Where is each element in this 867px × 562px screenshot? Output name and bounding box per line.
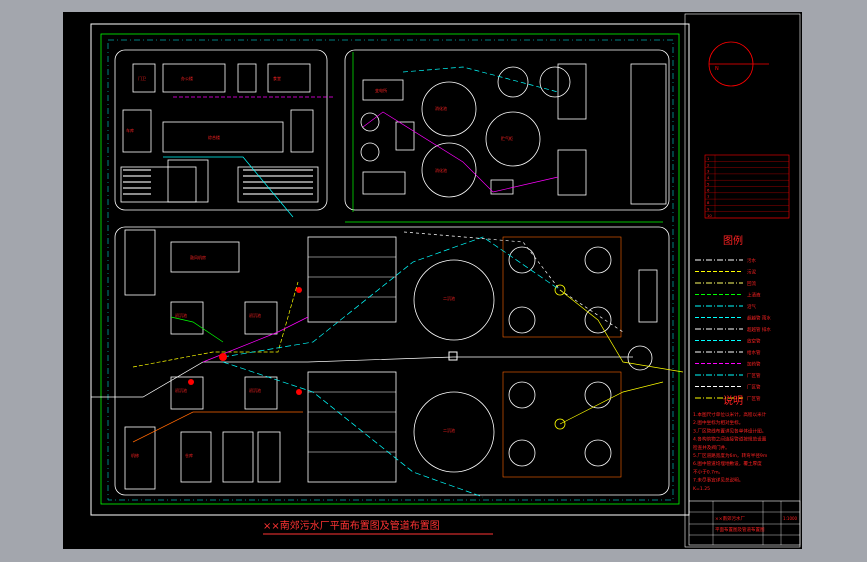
site-fence-dashed: [107, 39, 674, 501]
tank-partitions: [308, 256, 396, 453]
table-row-number: 2: [707, 162, 710, 167]
table-row-number: 9: [707, 207, 710, 212]
legend-label: 放空管: [747, 338, 761, 345]
sludge-treatment-area: [360, 63, 667, 205]
notes-lines: 1.本图尺寸单位以米计，高程以米计2.图中坐标为相对坐标。3.厂区管线布置详见各…: [693, 411, 768, 492]
svg-text:仓库: 仓库: [185, 452, 193, 458]
title-block: ××南郊污水厂 平面布置图及管道布置图 1:1000: [688, 500, 801, 546]
legend-label: 厂区管: [747, 372, 761, 379]
title-block-project: ××南郊污水厂: [715, 515, 746, 522]
legend-label: 厂区管: [747, 395, 761, 402]
svg-text:二沉池: 二沉池: [443, 295, 455, 301]
table-row-number: 3: [707, 169, 710, 174]
table-row-number: 6: [707, 188, 710, 193]
svg-text:初沉池: 初沉池: [175, 387, 187, 393]
drawing-title: ××南郊污水厂平面布置图及管道布置图: [263, 519, 440, 532]
structure-labels: 门卫办公楼食堂 车库综合楼 鼓风机房 变电所 消化池消化池贮气柜 初沉池初沉池 …: [126, 75, 513, 458]
legend-label: 回流: [747, 280, 756, 287]
note-line: 7.未尽事宜详见总说明。: [693, 477, 743, 484]
road-lower-block: [114, 226, 670, 496]
legend-heading: 图例: [723, 234, 743, 247]
svg-text:食堂: 食堂: [273, 75, 281, 81]
table-row-number: 4: [707, 175, 710, 180]
digester-cluster-upper: [508, 246, 612, 334]
note-line: K=1.25: [693, 486, 710, 492]
legend-label: 沼气: [747, 303, 756, 310]
hatched-parking: [123, 169, 313, 195]
legend-label: 污水: [747, 257, 756, 264]
svg-text:二沉池: 二沉池: [443, 427, 455, 433]
table-row-number: 1: [707, 156, 710, 161]
note-line: 检查井及阀门井。: [693, 444, 730, 451]
table-row-number: 5: [707, 181, 710, 186]
legend-label: 超越管 排水: [747, 326, 771, 333]
note-line: 3.厂区管线布置详见各单体设计图。: [693, 427, 766, 434]
border-frame: [684, 13, 801, 548]
legend-label: 上清液: [747, 292, 761, 299]
drawing-frame: [90, 23, 690, 516]
admin-area: [120, 63, 319, 203]
svg-text:车库: 车库: [126, 127, 134, 133]
svg-text:初沉池: 初沉池: [249, 312, 261, 318]
svg-text:N: N: [715, 66, 719, 72]
svg-text:综合楼: 综合楼: [208, 134, 220, 140]
structure-table: 12 345 678 910: [704, 154, 790, 219]
legend-label: 加药管: [747, 361, 761, 368]
title-block-drawing: 平面布置图及管道布置图: [715, 526, 765, 533]
table-rows: 12 345 678 910: [705, 155, 789, 219]
site-plan-drawing: 门卫办公楼食堂 车库综合楼 鼓风机房 变电所 消化池消化池贮气柜 初沉池初沉池 …: [63, 12, 802, 549]
treatment-units: [124, 229, 658, 490]
note-line: 4.各构筑物之间连接管道按规范设置: [693, 436, 767, 443]
note-line: 5.厂区道路宽度为6m，转弯半径9m: [693, 452, 768, 459]
title-block-scale: 1:1000: [783, 516, 798, 521]
note-line: 1.本图尺寸单位以米计，高程以米计: [693, 411, 767, 418]
svg-text:初沉池: 初沉池: [249, 387, 261, 393]
legend-label: 厂区管: [747, 384, 761, 391]
table-row-number: 7: [707, 194, 710, 199]
pipelines: [91, 52, 684, 498]
distribution-well: [448, 351, 458, 361]
svg-text:变电所: 变电所: [375, 87, 387, 93]
legend-label: 超越管 雨水: [747, 315, 771, 322]
digester-zone-lower: [502, 371, 622, 478]
road-upper-right-block: [344, 49, 670, 211]
table-row-number: 10: [707, 213, 712, 218]
notes-heading: 说明: [723, 394, 743, 407]
note-line: 2.图中坐标为相对坐标。: [693, 419, 743, 426]
svg-text:办公楼: 办公楼: [181, 75, 193, 81]
north-arrow: N: [708, 41, 769, 87]
legend-label: 给水管: [747, 349, 761, 356]
legend-label: 污泥: [747, 269, 756, 276]
digester-zone-upper: [502, 236, 622, 338]
road-upper-left-block: [114, 49, 328, 211]
table-row-number: 8: [707, 200, 710, 205]
svg-text:消化池: 消化池: [435, 105, 447, 111]
pump-nodes: [188, 287, 302, 395]
site-boundary-wall: [100, 33, 680, 505]
svg-text:初沉池: 初沉池: [175, 312, 187, 318]
digester-cluster-lower: [508, 381, 612, 467]
note-line: 不小于0.7m。: [693, 468, 723, 475]
note-line: 6.图中管道均埋地敷设，覆土厚度: [693, 460, 762, 467]
svg-text:机修: 机修: [131, 452, 139, 458]
svg-text:贮气柜: 贮气柜: [501, 135, 513, 141]
svg-text:消化池: 消化池: [435, 167, 447, 173]
svg-text:门卫: 门卫: [138, 75, 146, 81]
svg-text:鼓风机房: 鼓风机房: [190, 254, 206, 260]
